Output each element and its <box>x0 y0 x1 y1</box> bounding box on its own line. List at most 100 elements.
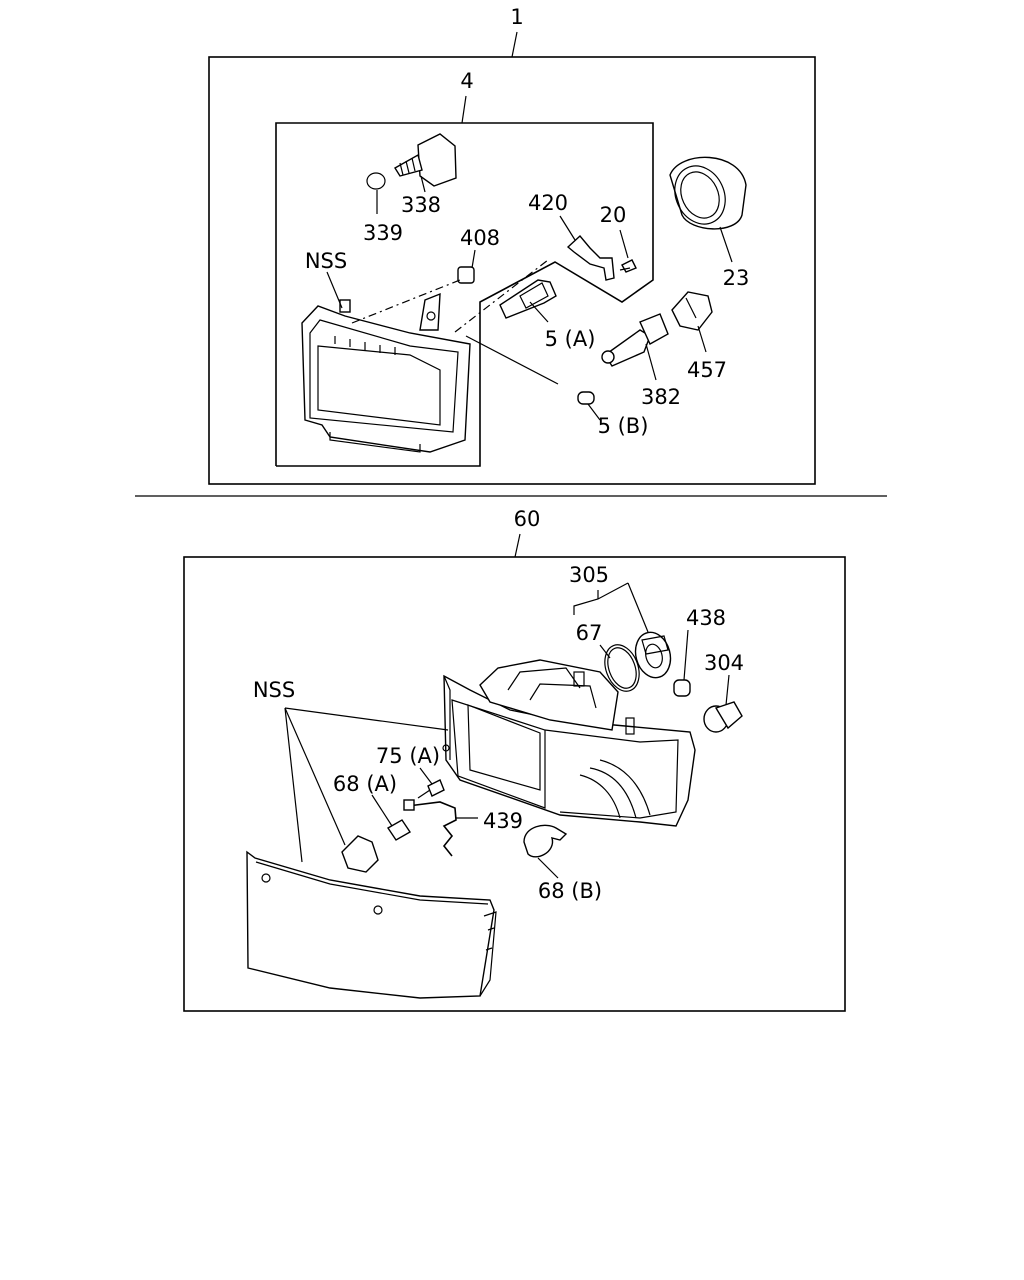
part-457-label[interactable]: 457 <box>687 358 727 382</box>
part-382-label[interactable]: 382 <box>641 385 681 409</box>
bracket-420-shape <box>566 234 615 281</box>
cap-23: 23 <box>669 156 750 290</box>
part-75a-leader <box>419 767 433 785</box>
bulb-5b: 5 (B) <box>577 391 649 438</box>
bulb-5b-shape <box>577 391 595 405</box>
housing-outline <box>443 674 696 827</box>
part-304-label[interactable]: 304 <box>704 651 744 675</box>
housing-left-chamber <box>451 699 546 809</box>
upper-assembly: 1 4 339 338 408 <box>208 5 816 485</box>
part-420-leader <box>559 215 576 241</box>
nss-upper-leader <box>326 271 343 309</box>
lens-cover-rib-1 <box>487 927 495 931</box>
bracket-hole <box>426 311 436 321</box>
part-20-label[interactable]: 20 <box>600 203 627 227</box>
part-420-label[interactable]: 420 <box>528 191 568 215</box>
part-5b-label[interactable]: 5 (B) <box>598 414 649 438</box>
o-ring-339: 339 <box>363 172 403 245</box>
socket-304: 304 <box>703 651 744 733</box>
part-68b-leader <box>537 857 559 879</box>
centerline-5a <box>454 259 549 333</box>
lower-assembly-frame <box>183 556 846 1012</box>
part-68a-label[interactable]: 68 (A) <box>333 772 397 796</box>
bulb-68b: 68 (B) <box>523 824 602 903</box>
part-75a-label[interactable]: 75 (A) <box>376 744 440 768</box>
housing-flange-hole <box>442 744 450 752</box>
socket-305-lug <box>641 635 669 655</box>
housing-bottom-lip <box>329 432 421 453</box>
lower-assembly: 60 305 67 438 304 <box>183 507 846 1012</box>
part-23-label[interactable]: 23 <box>723 266 750 290</box>
o-ring-339-shape <box>366 172 386 190</box>
bracket-420: 420 <box>528 191 615 281</box>
housing-stud <box>339 299 351 313</box>
bulb-382-base <box>639 313 669 345</box>
bulb-68a-shape <box>387 819 411 841</box>
part-438-leader <box>683 629 689 681</box>
callout-1[interactable]: 1 <box>510 5 523 29</box>
socket-457-detail <box>685 297 697 319</box>
motor-338-thread-2 <box>405 160 410 174</box>
callout-4[interactable]: 4 <box>460 69 473 93</box>
screw-75a-shaft <box>417 789 431 799</box>
housing-top-detail-2 <box>529 683 597 709</box>
screw-20-head <box>621 259 637 273</box>
housing-reflector-curve-1 <box>599 759 651 816</box>
lens-cover-top-edge <box>255 861 489 905</box>
housing-right-chamber <box>544 729 679 819</box>
part-438-label[interactable]: 438 <box>686 606 726 630</box>
callout-60[interactable]: 60 <box>514 507 541 531</box>
bulb-68a: 68 (A) <box>333 772 411 841</box>
part-408-label[interactable]: 408 <box>460 226 500 250</box>
nss-leader-housing <box>284 707 449 731</box>
part-305-bracket-leader <box>573 582 629 615</box>
screw-20-thread <box>619 267 631 271</box>
callout-60-leader <box>514 533 521 558</box>
headlamp-housing-upper: NSS <box>301 249 471 453</box>
part-5a-leader <box>529 301 549 323</box>
upper-assembly-frame <box>208 56 816 485</box>
lens-cover-hole-2 <box>373 905 383 915</box>
part-339-label[interactable]: 339 <box>363 221 403 245</box>
part-5b-link-line <box>465 335 559 385</box>
motor-338-body <box>417 133 457 187</box>
part-68b-label[interactable]: 68 (B) <box>538 879 602 903</box>
grommet-408-shape <box>457 266 475 284</box>
part-338-label[interactable]: 338 <box>401 193 441 217</box>
bulb-382-tip <box>601 350 615 364</box>
part-67-label[interactable]: 67 <box>576 621 603 645</box>
part-305-leader <box>627 582 649 633</box>
lens-cover-side-ribs <box>479 911 497 997</box>
harness-439: 439 <box>403 799 523 857</box>
housing-top-detail-1 <box>507 667 581 691</box>
callout-4-leader <box>461 95 467 124</box>
nss-leader-bulb-holder <box>284 707 346 846</box>
housing-reflector-curve-2 <box>589 767 637 819</box>
socket-457: 457 <box>671 291 727 382</box>
bulb-5a-body <box>499 279 557 319</box>
bulb-68b-shape <box>523 824 568 858</box>
combination-lamp-housing <box>442 659 696 827</box>
part-304-leader <box>725 674 730 706</box>
o-ring-67-outer <box>604 644 640 692</box>
part-5a-label[interactable]: 5 (A) <box>545 327 596 351</box>
o-ring-67: 67 <box>576 621 640 692</box>
nss-leader-lens <box>284 707 303 863</box>
bulb-382-stem <box>604 329 651 367</box>
lens-cover-hole-1 <box>261 873 271 883</box>
headlamp-lens-area <box>309 319 459 433</box>
motor-338-thread-3 <box>411 157 416 172</box>
part-305-label[interactable]: 305 <box>569 563 609 587</box>
nss-upper-label[interactable]: NSS <box>305 249 347 273</box>
housing-reflector-curve-3 <box>579 774 621 819</box>
part-439-label[interactable]: 439 <box>483 809 523 833</box>
bulb-5a: 5 (A) <box>499 279 596 351</box>
bulb-382: 382 <box>601 313 681 409</box>
screw-20: 20 <box>600 203 637 273</box>
lens-cover-rib-2 <box>485 947 493 951</box>
nss-lower: NSS <box>253 678 449 863</box>
nss-lower-label[interactable]: NSS <box>253 678 295 702</box>
housing-left-inner <box>467 704 541 791</box>
lens-cover-outline <box>246 850 495 999</box>
